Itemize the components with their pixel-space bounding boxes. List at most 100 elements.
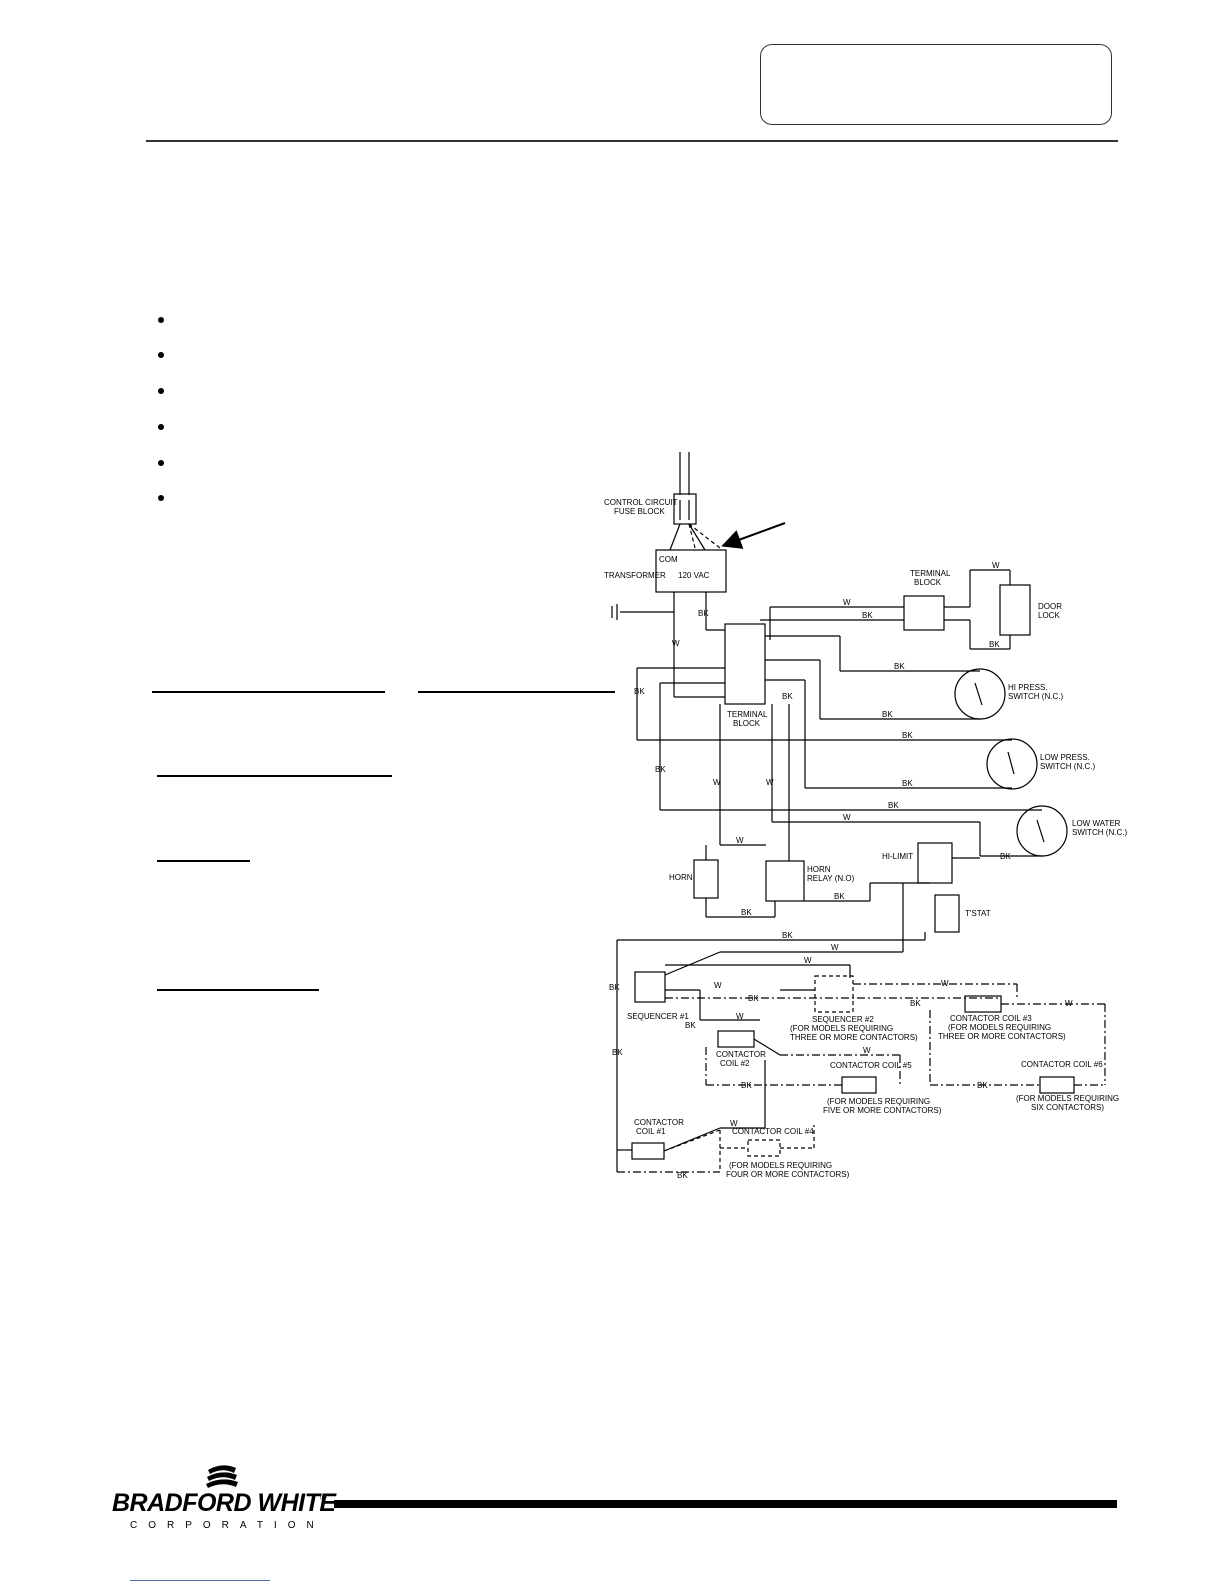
underline-rule (157, 775, 392, 777)
footer-link-underline (130, 1580, 270, 1581)
label-contactor-coil-5: CONTACTOR COIL #5 (830, 1061, 912, 1070)
underline-rule (157, 989, 319, 991)
label-hi-press: HI PRESS. (1008, 683, 1048, 692)
label-sequencer-2: THREE OR MORE CONTACTORS) (790, 1033, 918, 1042)
wire-label-bk: BK (612, 1048, 623, 1057)
wire-label-bk: BK (748, 994, 759, 1003)
wire-label-bk: BK (698, 609, 709, 618)
wire-label-w: W (714, 981, 722, 990)
label-hi-press: SWITCH (N.C.) (1008, 692, 1063, 701)
underline-rule (418, 691, 615, 693)
wire-label-bk: BK (888, 801, 899, 810)
label-contactor-coil-6: CONTACTOR COIL #6 (1021, 1060, 1103, 1069)
label-contactor-coil-2: CONTACTOR (716, 1050, 766, 1059)
label-contactor-coil-4: (FOR MODELS REQUIRING (729, 1161, 832, 1170)
bullet-marker (158, 388, 164, 394)
label-fuse-block: FUSE BLOCK (614, 507, 665, 516)
registered-mark: ® (320, 1492, 327, 1502)
label-terminal-block-top: BLOCK (914, 578, 942, 587)
label-door-lock: DOOR (1038, 602, 1062, 611)
wire-label-bk: BK (782, 692, 793, 701)
label-contactor-coil-3: (FOR MODELS REQUIRING (948, 1023, 1051, 1032)
label-hi-limit: HI-LIMIT (882, 852, 913, 861)
wire-label-w: W (736, 836, 744, 845)
wire-label-w: W (941, 979, 949, 988)
label-contactor-coil-2: COIL #2 (720, 1059, 750, 1068)
header-info-box (760, 44, 1112, 125)
wire-label-bk: BK (1000, 852, 1011, 861)
wire-label-w: W (736, 1012, 744, 1021)
wire-label-bk: BK (977, 1081, 988, 1090)
wire-label-bk: BK (634, 687, 645, 696)
label-fuse-block: CONTROL CIRCUIT (604, 498, 678, 507)
label-contactor-coil-5: (FOR MODELS REQUIRING (827, 1097, 930, 1106)
footer: BRADFORD WHITE ® CORPORATION (112, 1462, 1122, 1531)
label-horn: HORN (669, 873, 693, 882)
wire-label-bk: BK (609, 983, 620, 992)
label-terminal-block-main: TERMINAL (727, 710, 768, 719)
label-horn-relay: RELAY (N.O) (807, 874, 855, 883)
wire-label-w: W (713, 778, 721, 787)
label-tstat: T'STAT (965, 909, 991, 918)
label-contactor-coil-1: COIL #1 (636, 1127, 666, 1136)
wire-label-bk: BK (655, 765, 666, 774)
wire-label-bk: BK (782, 931, 793, 940)
wire-label-w: W (843, 813, 851, 822)
wire-label-w: W (1065, 999, 1073, 1008)
wire-label-w: W (863, 1046, 871, 1055)
label-contactor-coil-3: CONTACTOR COIL #3 (950, 1014, 1032, 1023)
label-horn-relay: HORN (807, 865, 831, 874)
label-com: COM (659, 555, 678, 564)
label-door-lock: LOCK (1038, 611, 1060, 620)
wire-label-bk: BK (834, 892, 845, 901)
wire-label-bk: BK (741, 908, 752, 917)
label-vac: 120 VAC (678, 571, 710, 580)
label-contactor-coil-1: CONTACTOR (634, 1118, 684, 1127)
wire-label-bk: BK (741, 1081, 752, 1090)
wire-label-bk: BK (989, 640, 1000, 649)
label-low-press: SWITCH (N.C.) (1040, 762, 1095, 771)
label-contactor-coil-6: (FOR MODELS REQUIRING (1016, 1094, 1119, 1103)
label-contactor-coil-4: FOUR OR MORE CONTACTORS) (726, 1170, 850, 1179)
label-low-water: SWITCH (N.C.) (1072, 828, 1127, 837)
label-terminal-block-main: BLOCK (733, 719, 761, 728)
label-low-water: LOW WATER (1072, 819, 1121, 828)
brand-name: BRADFORD WHITE (112, 1489, 336, 1517)
label-sequencer-2: (FOR MODELS REQUIRING (790, 1024, 893, 1033)
wire-label-bk: BK (882, 710, 893, 719)
brand-subtitle: CORPORATION (130, 1520, 325, 1531)
bullet-marker (158, 424, 164, 430)
footer-bar (334, 1500, 1117, 1508)
wire-label-w: W (730, 1119, 738, 1128)
label-low-press: LOW PRESS. (1040, 753, 1090, 762)
wire-label-w: W (831, 943, 839, 952)
wire-label-bk: BK (894, 662, 905, 671)
bullet-marker (158, 495, 164, 501)
wire-label-w: W (992, 561, 1000, 570)
wire-label-bk: BK (902, 779, 913, 788)
bullet-marker (158, 352, 164, 358)
label-sequencer-2: SEQUENCER #2 (812, 1015, 874, 1024)
label-contactor-coil-3: THREE OR MORE CONTACTORS) (938, 1032, 1066, 1041)
label-contactor-coil-4: CONTACTOR COIL #4 (732, 1127, 814, 1136)
wire-label-bk: BK (902, 731, 913, 740)
bullet-marker (158, 460, 164, 466)
wire-label-bk: BK (910, 999, 921, 1008)
wire-label-w: W (804, 956, 812, 965)
wire-label-bk: BK (862, 611, 873, 620)
wire-label-w: W (843, 598, 851, 607)
bullet-marker (158, 317, 164, 323)
wire-label-w: W (766, 778, 774, 787)
label-sequencer-1: SEQUENCER #1 (627, 1012, 689, 1021)
wire-label-bk: BK (685, 1021, 696, 1030)
wire-label-w: W (672, 639, 680, 648)
wire-label-bk: BK (677, 1171, 688, 1180)
label-terminal-block-top: TERMINAL (910, 569, 951, 578)
label-contactor-coil-6: SIX CONTACTORS) (1031, 1103, 1104, 1112)
label-contactor-coil-5: FIVE OR MORE CONTACTORS) (823, 1106, 942, 1115)
header-divider (146, 140, 1118, 142)
underline-rule (157, 860, 250, 862)
brand-logo-icon (206, 1465, 238, 1488)
label-transformer: TRANSFORMER (604, 571, 666, 580)
